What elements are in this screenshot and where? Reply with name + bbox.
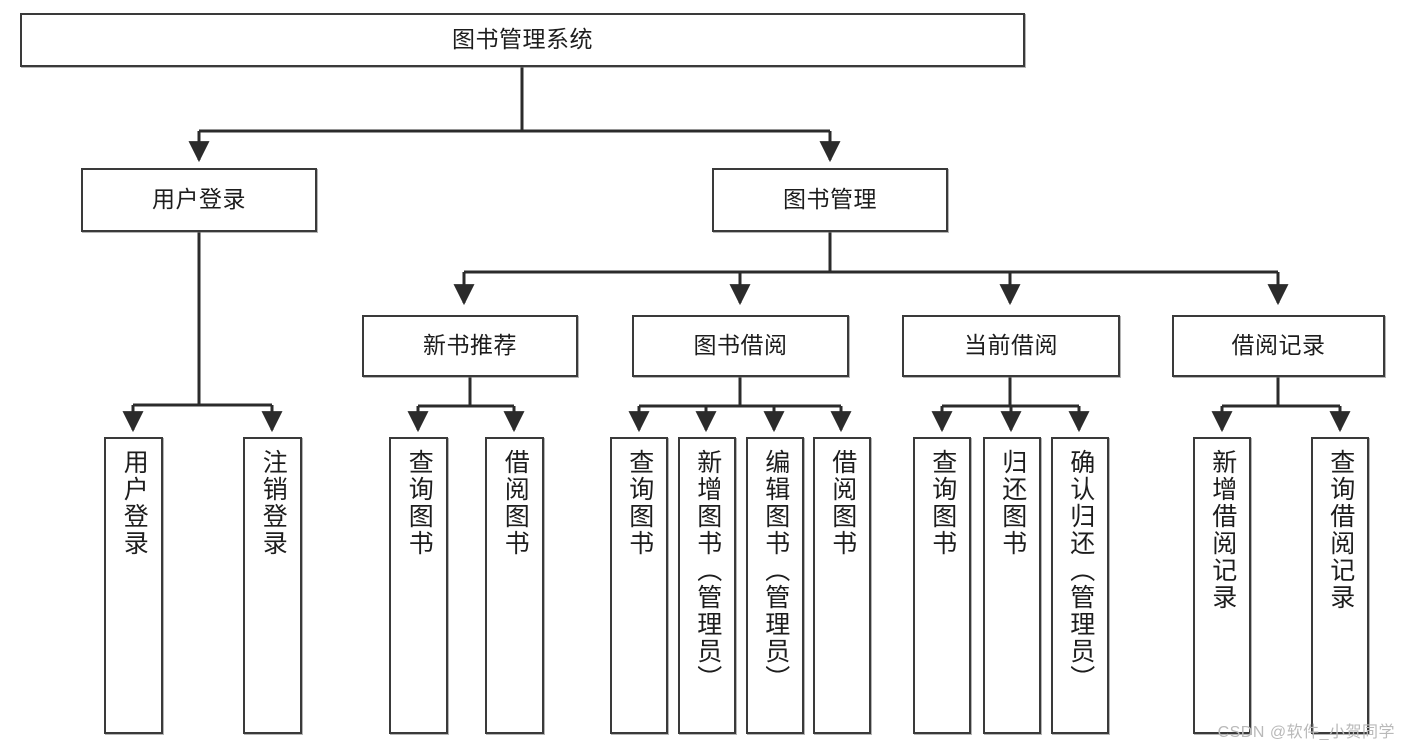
node-leaf-query-book-current[interactable]: 查询图书 [913, 437, 971, 734]
node-leaf-confirm-return-admin-label: 确认归还（管理员） [1066, 449, 1095, 692]
node-leaf-add-book-admin-label: 新增图书（管理员） [693, 449, 722, 692]
node-leaf-edit-book-admin[interactable]: 编辑图书（管理员） [746, 437, 804, 734]
node-borrow-record[interactable]: 借阅记录 [1172, 315, 1385, 377]
node-user-login[interactable]: 用户登录 [81, 168, 317, 232]
node-leaf-query-book-new-label: 查询图书 [405, 449, 434, 557]
node-book-borrow[interactable]: 图书借阅 [632, 315, 849, 377]
node-borrow-record-label: 借阅记录 [1231, 332, 1326, 359]
node-book-management-label: 图书管理 [783, 186, 877, 213]
node-leaf-return-book[interactable]: 归还图书 [983, 437, 1041, 734]
node-root-label: 图书管理系统 [452, 26, 593, 53]
node-leaf-query-book-borrow-label: 查询图书 [625, 449, 654, 557]
node-leaf-return-book-label: 归还图书 [998, 449, 1027, 557]
node-current-borrow-label: 当前借阅 [964, 332, 1058, 359]
node-leaf-borrow-book-label: 借阅图书 [828, 449, 857, 557]
node-leaf-confirm-return-admin[interactable]: 确认归还（管理员） [1051, 437, 1109, 734]
node-leaf-logout[interactable]: 注销登录 [243, 437, 302, 734]
node-leaf-query-borrow-record-label: 查询借阅记录 [1326, 449, 1355, 611]
node-root[interactable]: 图书管理系统 [20, 13, 1025, 67]
node-new-book-recommend[interactable]: 新书推荐 [362, 315, 578, 377]
node-leaf-add-borrow-record[interactable]: 新增借阅记录 [1193, 437, 1251, 734]
node-leaf-query-book-current-label: 查询图书 [928, 449, 957, 557]
node-user-login-label: 用户登录 [152, 186, 246, 213]
csdn-watermark: CSDN @软件_小贺同学 [1217, 724, 1395, 741]
node-current-borrow[interactable]: 当前借阅 [902, 315, 1120, 377]
node-book-management[interactable]: 图书管理 [712, 168, 948, 232]
node-leaf-edit-book-admin-label: 编辑图书（管理员） [761, 449, 790, 692]
node-leaf-add-borrow-record-label: 新增借阅记录 [1208, 449, 1237, 611]
node-leaf-add-book-admin[interactable]: 新增图书（管理员） [678, 437, 736, 734]
node-book-borrow-label: 图书借阅 [693, 332, 788, 359]
node-leaf-borrow-book[interactable]: 借阅图书 [813, 437, 871, 734]
node-leaf-query-book-new[interactable]: 查询图书 [389, 437, 448, 734]
node-leaf-borrow-book-new-label: 借阅图书 [501, 449, 530, 557]
node-leaf-user-login-label: 用户登录 [120, 449, 149, 557]
node-leaf-query-book-borrow[interactable]: 查询图书 [610, 437, 668, 734]
node-leaf-borrow-book-new[interactable]: 借阅图书 [485, 437, 544, 734]
node-leaf-user-login[interactable]: 用户登录 [104, 437, 163, 734]
node-leaf-query-borrow-record[interactable]: 查询借阅记录 [1311, 437, 1369, 734]
node-new-book-recommend-label: 新书推荐 [423, 332, 517, 359]
node-leaf-logout-label: 注销登录 [259, 449, 288, 557]
